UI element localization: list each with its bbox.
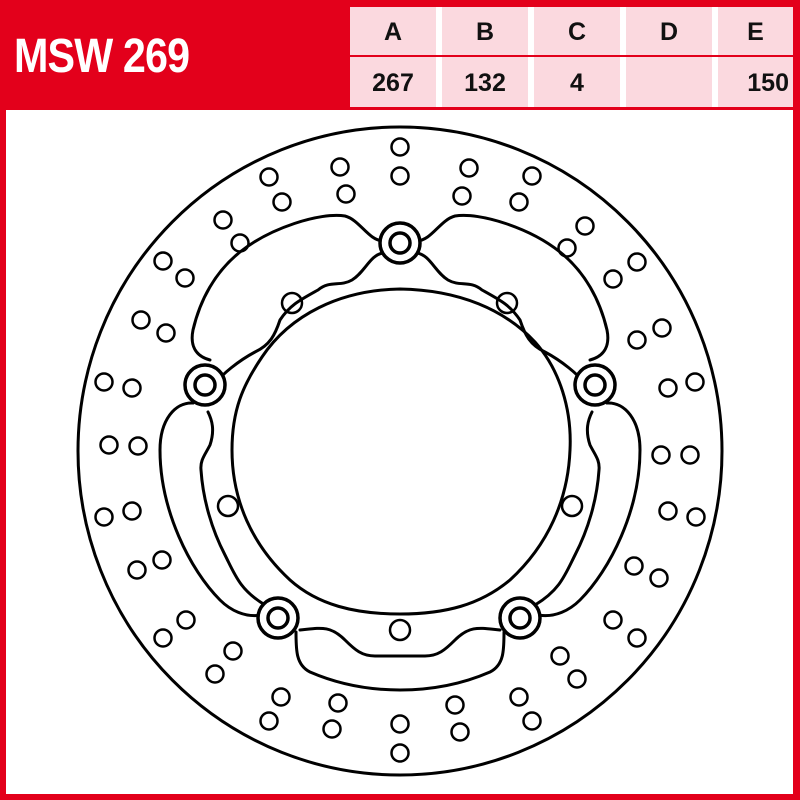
value-e: 150	[718, 57, 793, 107]
perforation-hole	[567, 669, 587, 689]
carrier-inner-scallop-bottom	[298, 626, 502, 658]
bolt-boss-bottom-right	[498, 596, 542, 640]
column-header-c: C	[534, 7, 620, 55]
perforation-hole	[557, 238, 577, 258]
perforation-hole	[627, 330, 647, 350]
value-a: 267	[350, 57, 436, 107]
perforation-hole	[99, 435, 119, 455]
perforation-hole	[575, 216, 595, 236]
carrier-arm-bottom	[294, 630, 506, 692]
perforation-hole	[153, 628, 173, 648]
perforation-hole	[603, 610, 623, 630]
perforation-hole	[686, 507, 706, 527]
perforation-hole	[649, 568, 669, 588]
value-c: 4	[534, 57, 620, 107]
perforation-hole	[94, 372, 114, 392]
value-b: 132	[442, 57, 528, 107]
perforation-hole	[445, 695, 465, 715]
bolt-boss-right	[573, 363, 617, 407]
perforation-hole	[152, 550, 172, 570]
perforation-hole	[390, 137, 410, 157]
dimension-spec-table: A B C D E 267 132 4 150	[350, 7, 793, 107]
perforation-hole	[390, 166, 410, 186]
perforation-hole	[94, 507, 114, 527]
perforation-hole	[259, 711, 279, 731]
perforation-hole	[127, 560, 147, 580]
perforation-hole	[522, 166, 542, 186]
carrier-inner-scallop	[213, 251, 385, 387]
carrier-inner-scallop-left	[199, 410, 267, 607]
carrier-inner-scallop-right	[415, 251, 587, 387]
perforation-hole	[176, 610, 196, 630]
perforation-hole	[390, 743, 410, 763]
column-header-a: A	[350, 7, 436, 55]
perforation-hole	[624, 556, 644, 576]
perforation-hole	[271, 687, 291, 707]
column-header-e: E	[718, 7, 793, 55]
perforation-hole	[223, 641, 243, 661]
perforation-hole	[390, 714, 410, 734]
carrier-arm-top-left	[190, 213, 385, 362]
perforation-hole	[658, 501, 678, 521]
table-row-divider	[350, 55, 793, 57]
perforation-hole	[336, 184, 356, 204]
perforation-hole	[651, 445, 671, 465]
bolt-boss-top	[378, 221, 422, 265]
value-d	[626, 57, 712, 107]
perforation-hole	[122, 378, 142, 398]
carrier-holes	[216, 291, 584, 642]
column-header-d: D	[626, 7, 712, 55]
perforation-hole	[230, 233, 250, 253]
perforation-hole	[652, 318, 672, 338]
perforation-hole	[550, 646, 570, 666]
perforation-hole	[627, 628, 647, 648]
perforation-hole	[522, 711, 542, 731]
perforation-hole	[259, 167, 279, 187]
perforation-hole	[156, 323, 176, 343]
perforation-hole	[603, 269, 623, 289]
perforation-hole	[459, 158, 479, 178]
disc-outer-edge	[76, 125, 724, 777]
perforation-hole	[328, 693, 348, 713]
perforation-hole	[680, 445, 700, 465]
perforation-hole	[131, 310, 151, 330]
carrier-arm-left	[158, 401, 264, 618]
carrier-arm-top-right	[415, 213, 610, 362]
header-bar: MSW 269 A B C D E 267 132 4 150	[0, 0, 800, 108]
perforation-hole	[450, 722, 470, 742]
perforation-hole	[627, 252, 647, 272]
perforation-hole	[272, 192, 292, 212]
perforation-hole	[509, 192, 529, 212]
perforation-holes	[94, 137, 706, 763]
carrier-arm-right	[536, 401, 642, 618]
perforation-hole	[330, 157, 350, 177]
perforation-hole	[685, 372, 705, 392]
perforation-hole	[322, 719, 342, 739]
perforation-hole	[658, 378, 678, 398]
column-header-b: B	[442, 7, 528, 55]
perforation-hole	[175, 268, 195, 288]
product-code-title: MSW 269	[14, 30, 190, 83]
perforation-hole	[128, 436, 148, 456]
perforation-hole	[153, 251, 173, 271]
hub-inner-edge	[230, 287, 572, 616]
perforation-hole	[452, 186, 472, 206]
carrier-inner-scallop-lower-right	[533, 410, 601, 607]
bolt-boss-left	[183, 363, 227, 407]
bolt-boss-bottom-left	[256, 596, 300, 640]
perforation-hole	[205, 664, 225, 684]
perforation-hole	[213, 210, 233, 230]
perforation-hole	[509, 687, 529, 707]
perforation-hole	[122, 501, 142, 521]
